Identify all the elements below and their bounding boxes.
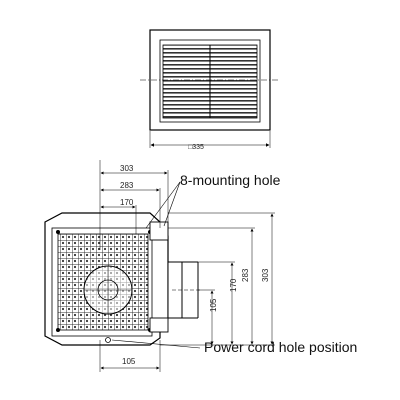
corner-screw: [56, 328, 60, 332]
power-cord-callout: Power cord hole position: [204, 339, 357, 355]
dim-v-303: 303: [261, 268, 270, 282]
dim-h-283: 283: [120, 181, 134, 190]
dim-h-303: 303: [120, 164, 134, 173]
horizontal-dimensions: 303 283 170 105: [99, 160, 169, 372]
dim-h-170: 170: [120, 198, 134, 207]
dim-v-283: 283: [241, 268, 250, 282]
mounting-hole-leader: [145, 181, 181, 229]
mounting-bracket-bottom: [149, 317, 169, 333]
mounting-bracket-top: [149, 221, 169, 241]
mounting-hole-callout: 8-mounting hole: [180, 172, 281, 188]
corner-screw: [56, 230, 60, 234]
plan-view: [44, 212, 200, 346]
callouts: 8-mounting hole Power cord hole position: [111, 172, 357, 355]
power-cord-hole: [105, 337, 111, 343]
top-view-size-label: □335: [188, 144, 204, 151]
vertical-dimensions: 303 283 170 105: [160, 212, 275, 346]
dim-v-105: 105: [209, 298, 218, 312]
dim-v-170: 170: [229, 278, 238, 292]
power-cord-leader: [111, 339, 201, 349]
dim-h-105: 105: [122, 357, 136, 366]
top-view-panel: □335: [140, 29, 280, 151]
